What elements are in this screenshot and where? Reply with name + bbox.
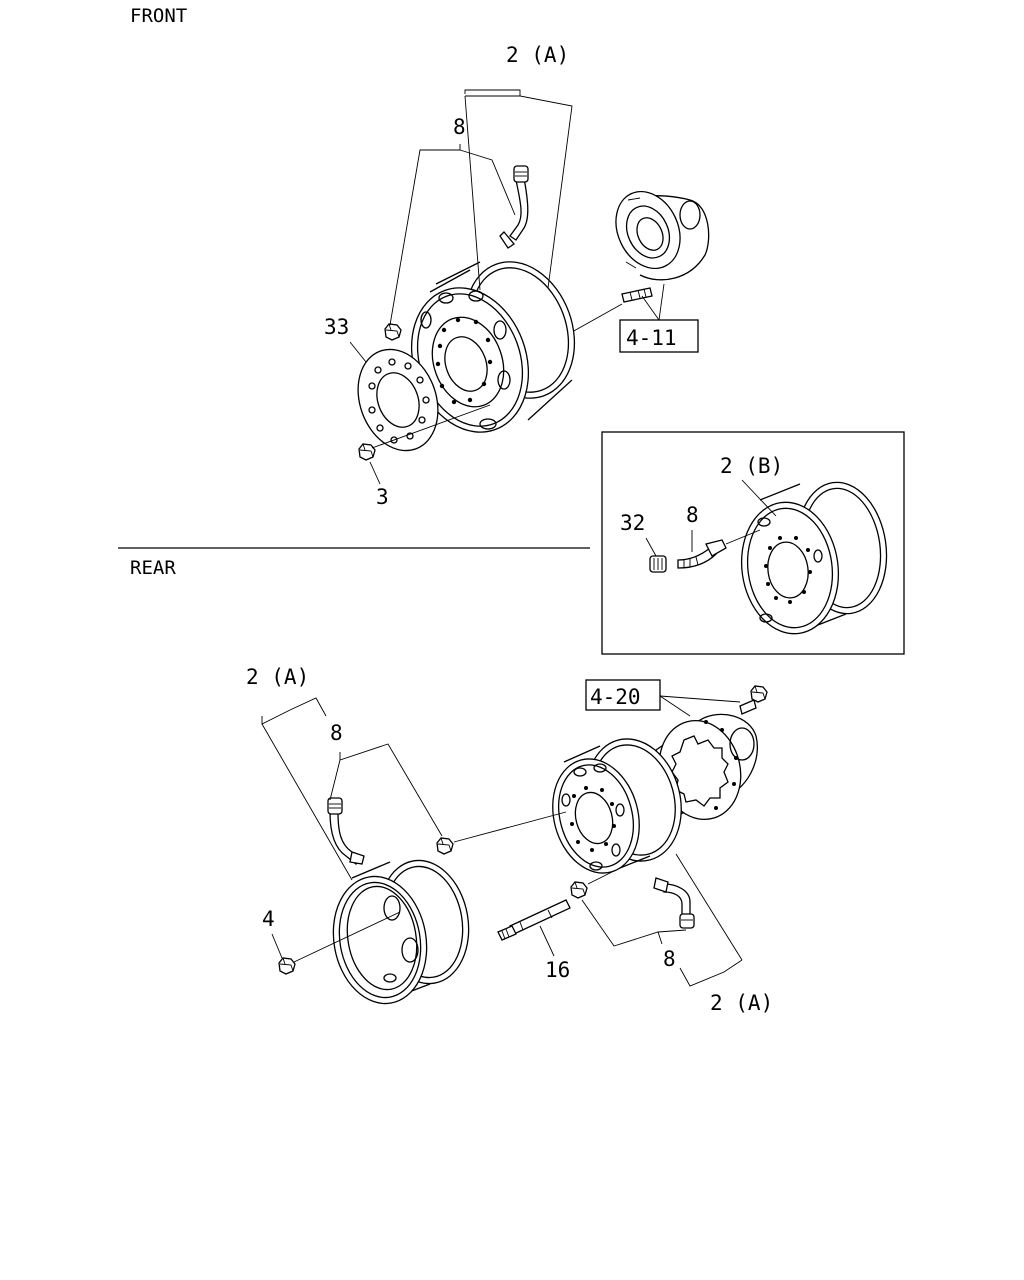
front-disc-plate xyxy=(357,348,439,452)
rear-outer-nut-callout: 4 xyxy=(262,907,275,931)
rear-hub-bolt xyxy=(497,899,571,941)
inset-valve-stem xyxy=(677,539,727,569)
front-hub-drawing xyxy=(615,190,710,281)
front-section-label: FRONT xyxy=(130,5,187,27)
front-hub-reference-box: 4-11 xyxy=(619,319,699,353)
rear-outer-valve-stem xyxy=(327,797,365,865)
rear-outer-wheel-callout: 2 (A) xyxy=(246,665,309,689)
rear-hub-bolt-small xyxy=(739,685,768,715)
front-wheel xyxy=(410,261,576,433)
rear-inner-valve-callout: 8 xyxy=(663,947,676,971)
rear-inner-valve-stem xyxy=(653,877,695,929)
inset-wheel-callout: 2 (B) xyxy=(720,454,783,478)
rear-section-label: REAR xyxy=(130,557,176,579)
front-nut-callout: 3 xyxy=(376,485,389,509)
front-wheel-callout: 2 (A) xyxy=(506,43,569,67)
front-disc-callout: 33 xyxy=(324,315,349,339)
rear-outer-wheel xyxy=(332,859,470,1005)
front-wheel-stud xyxy=(621,287,653,303)
rear-hub-bolt-callout: 16 xyxy=(545,958,570,982)
inset-valve-callout: 8 xyxy=(686,503,699,527)
rear-hub-reference-box: 4-20 xyxy=(585,679,661,711)
inset-valve-cap xyxy=(649,555,667,573)
rear-inner-wheel xyxy=(552,738,682,874)
front-valve-callout: 8 xyxy=(453,115,466,139)
inset-wheel xyxy=(740,481,888,635)
rear-outer-valve-callout: 8 xyxy=(330,721,343,745)
inset-frame xyxy=(601,431,905,655)
rear-hub-reference: 4-20 xyxy=(590,685,641,709)
rear-inner-wheel-callout: 2 (A) xyxy=(710,991,773,1015)
front-hub-reference: 4-11 xyxy=(626,326,677,350)
inset-cap-callout: 32 xyxy=(620,511,645,535)
front-valve-stem xyxy=(499,165,529,249)
